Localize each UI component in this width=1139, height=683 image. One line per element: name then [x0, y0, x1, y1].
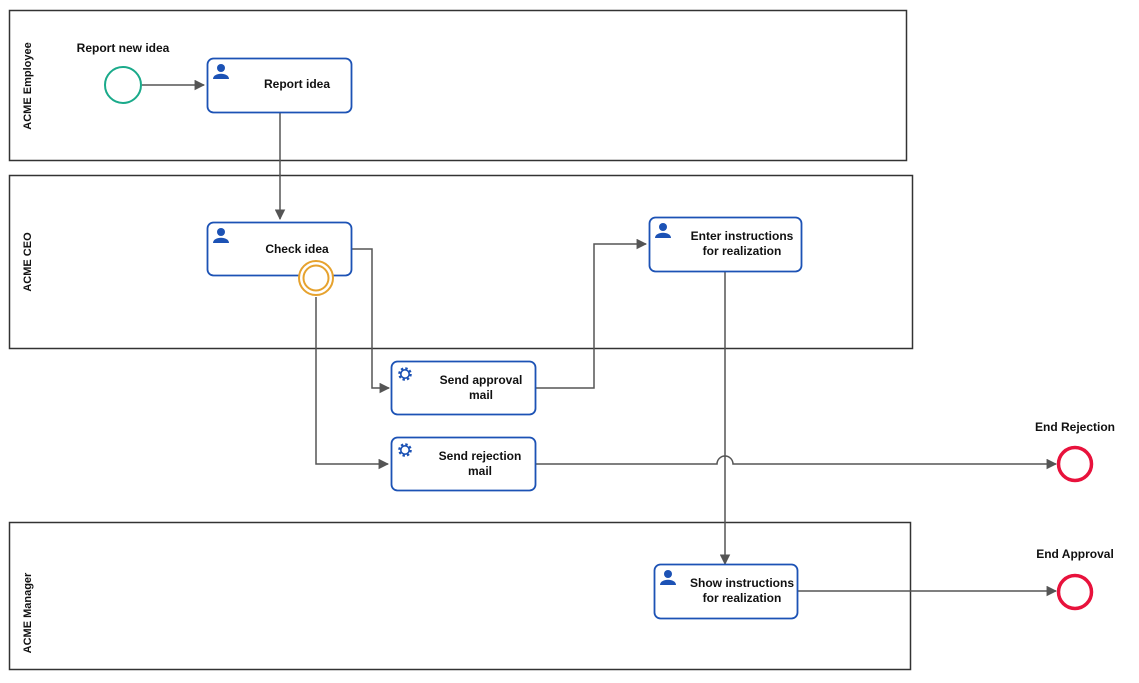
task-label-line-1: Send rejection	[439, 449, 522, 463]
task-label-line-1: Show instructions	[690, 576, 794, 590]
start-event-report-new-idea[interactable]: Report new idea	[77, 41, 170, 104]
task-label: Report idea	[264, 77, 330, 91]
end-event-rejection[interactable]: End Rejection	[1035, 420, 1115, 483]
flow-check-to-send-approval[interactable]	[352, 248, 391, 394]
task-label: Check idea	[265, 242, 329, 256]
task-report-idea[interactable]: Report idea	[206, 57, 353, 114]
end-event-label: End Rejection	[1035, 420, 1115, 434]
lane-title: ACME Employee	[22, 42, 34, 129]
end-event-circle	[1056, 445, 1094, 483]
sequence-flows	[142, 79, 1058, 597]
task-label-line-1: Send approval	[440, 373, 523, 387]
start-event-label: Report new idea	[77, 41, 170, 55]
lane-acme-ceo: ACME CEO	[8, 174, 914, 350]
task-send-rejection-mail[interactable]: Send rejection mail	[390, 436, 537, 492]
task-enter-instructions[interactable]: Enter instructions for realization	[648, 216, 803, 273]
task-label-line-2: for realization	[703, 591, 782, 605]
lane-acme-manager: ACME Manager	[8, 521, 912, 671]
start-event-circle	[104, 66, 142, 104]
task-label-line-1: Enter instructions	[691, 229, 794, 243]
task-label-line-2: mail	[468, 464, 492, 478]
flow-approval-to-enter-instructions[interactable]	[536, 238, 648, 389]
end-event-label: End Approval	[1036, 547, 1114, 561]
task-show-instructions[interactable]: Show instructions for realization	[653, 563, 799, 620]
flow-rejection-to-end[interactable]	[535, 455, 1058, 470]
lane-title: ACME Manager	[22, 572, 34, 653]
task-label-line-2: mail	[469, 388, 493, 402]
boundary-event-inner-ring	[302, 264, 330, 292]
lane-title: ACME CEO	[22, 232, 34, 292]
task-send-approval-mail[interactable]: Send approval mail	[390, 360, 537, 416]
boundary-event[interactable]	[298, 260, 334, 296]
end-event-approval[interactable]: End Approval	[1036, 547, 1114, 611]
lane-acme-employee: ACME Employee	[8, 9, 908, 162]
flow-boundary-to-send-rejection[interactable]	[315, 297, 390, 470]
end-event-circle	[1056, 573, 1094, 611]
task-label-line-2: for realization	[703, 244, 782, 258]
